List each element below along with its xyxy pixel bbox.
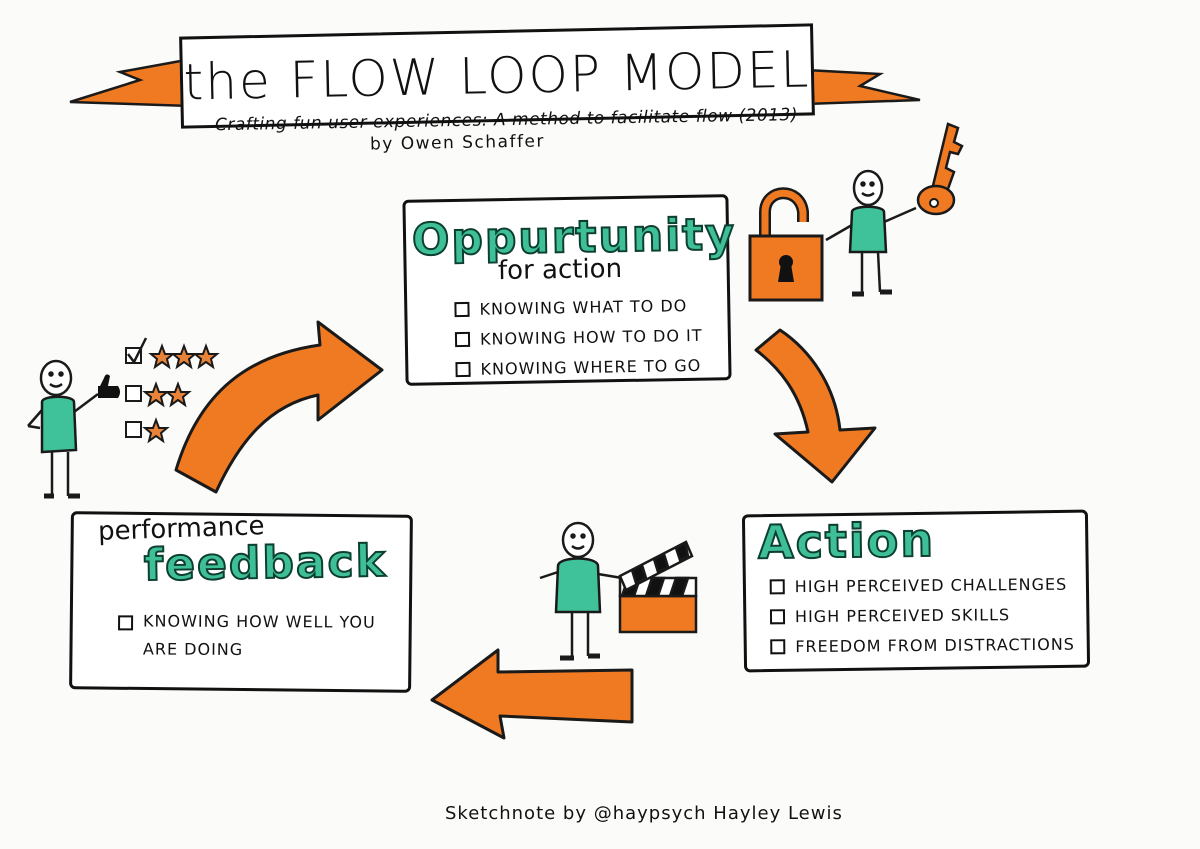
arrow-action-to-feedback-icon [430,648,634,740]
checkbox-icon [769,578,785,594]
checklist-item: KNOWING WHERE TO GO [455,350,703,384]
credit-line: Sketchnote by @haypsych Hayley Lewis [445,803,843,824]
checkbox-icon [454,301,470,317]
checklist-item-label: KNOWING HOW WELL YOU ARE DOING [142,611,376,659]
stick-figure-key-icon [825,169,917,297]
checklist-item: KNOWING WHAT TO DO [454,290,702,324]
star-rating-icon [125,337,220,444]
stick-figure-clapper-icon [539,521,623,661]
thumbs-up-icon [98,374,120,398]
checkbox-icon [770,638,786,654]
checkbox-icon [769,608,786,624]
byline: by Owen Schaffer [369,131,546,155]
checklist-item-label: KNOWING WHERE TO GO [480,355,702,379]
checklist-item: KNOWING HOW WELL YOU ARE DOING [118,607,378,664]
action-checklist: HIGH PERCEIVED CHALLENGES HIGH PERCEIVED… [769,569,1075,662]
arrow-opportunity-to-action-icon [754,328,877,484]
stick-figure-thumbs-up-icon [27,359,99,499]
banner-ribbon-right-icon [804,68,921,106]
checklist-item: HIGH PERCEIVED SKILLS [769,599,1075,632]
checkbox-icon [454,331,471,347]
checklist-item: FREEDOM FROM DISTRACTIONS [770,629,1075,662]
feedback-heading: feedback [143,535,389,592]
checkbox-icon [118,615,134,631]
checklist-item-label: FREEDOM FROM DISTRACTIONS [795,634,1075,656]
checklist-item-label: HIGH PERCEIVED SKILLS [794,604,1011,626]
feedback-checklist: KNOWING HOW WELL YOU ARE DOING [118,607,378,664]
opportunity-checklist: KNOWING WHAT TO DO KNOWING HOW TO DO IT … [454,290,703,384]
clapperboard-icon [618,540,698,634]
checklist-item-label: KNOWING HOW TO DO IT [479,325,703,349]
key-icon [916,122,964,216]
banner-ribbon-left-icon [69,58,192,108]
action-heading: Action [757,512,937,570]
checklist-item-label: HIGH PERCEIVED CHALLENGES [794,574,1068,596]
checklist-item: HIGH PERCEIVED CHALLENGES [769,569,1075,602]
opportunity-subheading: for action [497,253,623,287]
checklist-item-label: KNOWING WHAT TO DO [479,295,688,319]
checklist-item: KNOWING HOW TO DO IT [454,320,703,354]
checkbox-icon [455,361,471,377]
arrow-feedback-to-opportunity-icon [174,320,384,494]
padlock-icon [748,187,824,302]
